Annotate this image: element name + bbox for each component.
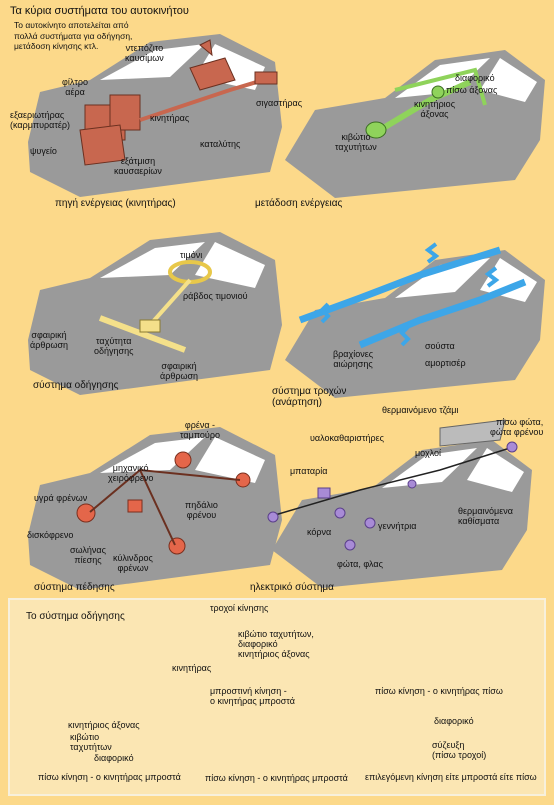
steering-car-illustration — [28, 232, 282, 395]
electric-car-illustration — [267, 419, 532, 588]
label-brake-fluid: υγρά φρένων — [34, 493, 88, 503]
caption-electric: ηλεκτρικό σύστημα — [250, 582, 334, 593]
brakes-car-illustration — [28, 427, 282, 590]
label-panel-diff: διαφορικό — [94, 753, 134, 763]
label-generator: γεννήτρια — [378, 521, 417, 531]
page-title: Τα κύρια συστήματα του αυτοκινήτου — [10, 5, 189, 17]
label-radiator: ψυγείο — [30, 146, 57, 156]
label-carburetor: εξαεριωτήρας(καρμπυρατέρ) — [10, 110, 71, 130]
caption-steering: σύστημα οδήγησης — [33, 380, 119, 391]
label-panel-diff2: διαφορικό — [434, 716, 474, 726]
label-steering-wheel: τιμόνι — [180, 250, 203, 260]
suspension-car-illustration — [285, 242, 545, 398]
label-spring: σούστα — [425, 341, 455, 351]
label-battery: μπαταρία — [290, 466, 328, 476]
drive-panel — [8, 598, 546, 796]
caption-rear-front-a: πίσω κίνηση - ο κινητήρας μπροστά — [38, 772, 181, 782]
engine-car-illustration — [28, 34, 282, 197]
label-muffler: σιγαστήρας — [256, 98, 303, 108]
label-levers: μοχλοί — [415, 448, 442, 458]
label-rear-lights: πίσω φώτα,φώτα φρένου — [490, 417, 544, 437]
label-lights: φώτα, φλας — [337, 559, 383, 569]
label-differential: διαφορικό — [455, 73, 495, 83]
label-drum-brake: φρένα -ταμπούρο — [180, 420, 220, 440]
label-engine: κινητήρας — [150, 113, 190, 123]
label-steering-rod: ράβδος τιμονιού — [183, 291, 248, 301]
drive-panel-title: Το σύστημα οδήγησης — [26, 611, 125, 622]
label-horn: κόρνα — [307, 527, 332, 537]
label-coupling: σύζευξη(πίσω τροχοί) — [432, 740, 487, 760]
caption-suspension: σύστημα τροχών(ανάρτηση) — [272, 386, 347, 408]
caption-transmission: μετάδοση ενέργειας — [255, 198, 343, 209]
caption-rear-front-b: πίσω κίνηση - ο κινητήρας μπροστά — [205, 773, 348, 783]
label-wipers: υαλοκαθαριστήρες — [310, 433, 384, 443]
caption-engine: πηγή ενέργειας (κινητήρας) — [55, 198, 176, 209]
label-disc-brake: δισκόφρενο — [27, 530, 74, 540]
label-rear-axle: πίσω άξονας — [446, 85, 498, 95]
label-shock: αμορτισέρ — [425, 358, 466, 368]
label-drive-wheels: τροχοί κίνησης — [210, 603, 269, 613]
label-catalyst: καταλύτης — [200, 139, 241, 149]
intro-text: Το αυτοκίνητο αποτελείται από πολλά συστ… — [14, 20, 133, 51]
label-panel-shaft: κινητήριος άξονας — [68, 720, 140, 730]
label-heated-glass: θερμαινόμενο τζάμι — [382, 405, 459, 415]
caption-selectable: επιλεγόμενη κίνηση είτε μπροστά είτε πίσ… — [365, 772, 537, 782]
caption-front-front: μπροστινή κίνηση -ο κινητήρας μπροστά — [210, 686, 295, 706]
label-panel-engine: κινητήρας — [172, 663, 212, 673]
caption-brakes: σύστημα πέδησης — [34, 582, 115, 593]
transmission-car-illustration — [285, 50, 545, 198]
caption-rear-rear: πίσω κίνηση - ο κινητήρας πίσω — [375, 686, 503, 696]
